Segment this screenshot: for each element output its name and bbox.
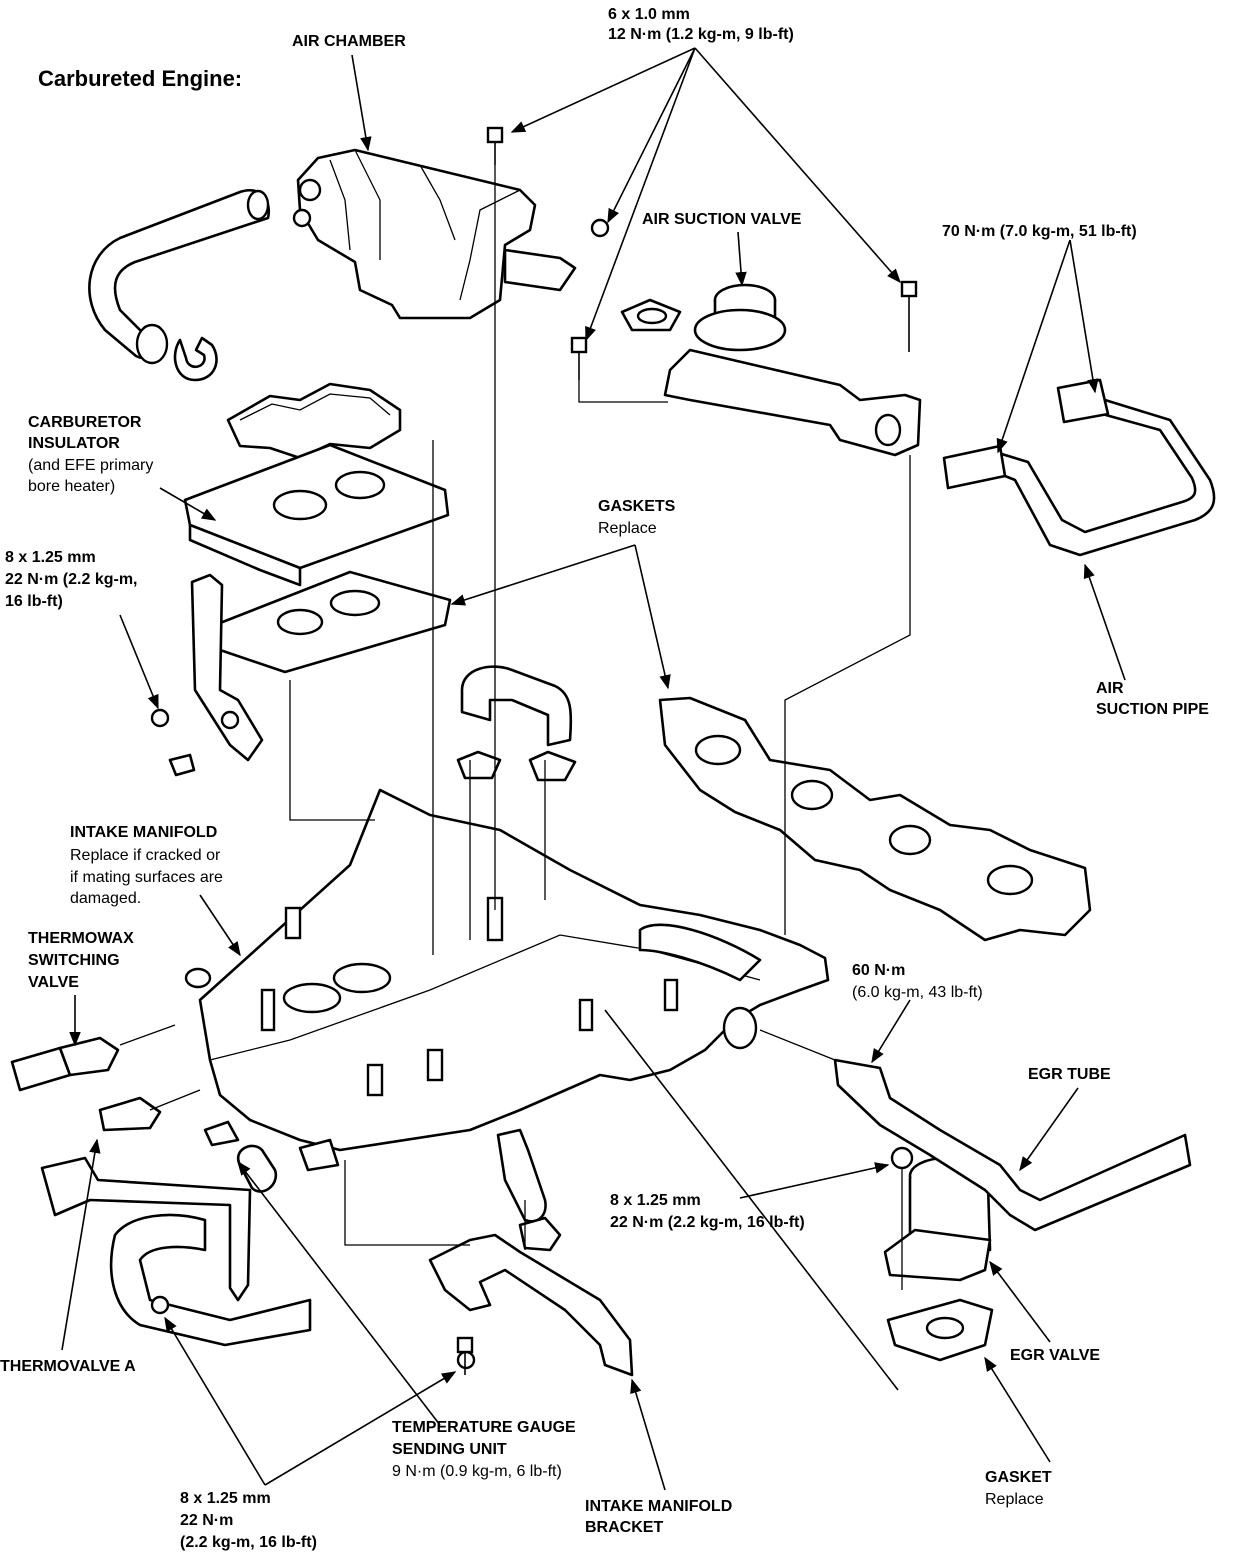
label-temp-gauge-torque: 9 N·m (0.9 kg-m, 6 lb-ft) [392,1463,562,1480]
callout-arrows [61,47,1126,1491]
flange-gasket-part [213,570,452,674]
label-thermowax-2: SWITCHING [28,952,120,969]
label-egr-valve: EGR VALVE [1010,1347,1100,1364]
bolt-suction-left [570,336,588,380]
label-manifold-bracket-2: BRACKET [585,1519,663,1536]
label-carb-insulator-4: bore heater) [28,478,115,495]
label-egr-tube: EGR TUBE [1028,1066,1111,1083]
label-bolt-mid-torque: 22 N·m (2.2 kg-m, 16 lb-ft) [610,1214,805,1231]
label-bolt-left-torque-2: 16 lb-ft) [5,593,63,610]
label-thermovalve-a: THERMOVALVE A [0,1358,136,1375]
label-torque-70: 70 N·m (7.0 kg-m, 51 lb-ft) [942,223,1137,240]
air-chamber-part [292,148,577,320]
label-temp-gauge-2: SENDING UNIT [392,1441,507,1458]
label-bolt-6x1-torque: 12 N·m (1.2 kg-m, 9 lb-ft) [608,26,794,43]
nut-top [590,218,610,238]
label-gasket-replace: Replace [985,1491,1044,1508]
label-intake-manifold-note-3: damaged. [70,890,141,907]
label-air-suction-pipe-1: AIR [1096,680,1124,697]
label-torque-60: 60 N·m [852,962,905,979]
air-hose-part [88,189,271,382]
guide-lines [119,165,911,1290]
carburetor-insulator-part [183,443,450,587]
label-carb-insulator-1: CARBURETOR [28,414,142,431]
label-bolt-left-torque-1: 22 N·m (2.2 kg-m, [5,571,137,588]
label-bolt-6x1-size: 6 x 1.0 mm [608,6,690,23]
label-intake-manifold-note-1: Replace if cracked or [70,847,221,864]
label-bolt-bottom-size: 8 x 1.25 mm [180,1490,271,1507]
carburetor-insulator-gasket-part [226,382,402,460]
bolt-temp-gauge [456,1336,474,1375]
manifold-gasket-part [658,696,1092,942]
label-carb-insulator-2: INSULATOR [28,435,120,452]
left-bracket-part [150,573,264,777]
label-intake-manifold-note-2: if mating surfaces are [70,869,223,886]
label-bolt-mid-size: 8 x 1.25 mm [610,1192,701,1209]
thermovalve-a-part [98,1096,162,1132]
label-air-suction-pipe-2: SUCTION PIPE [1096,701,1209,718]
label-air-suction-valve: AIR SUCTION VALVE [642,211,802,228]
egr-tube-part [833,1058,1192,1232]
label-bolt-bottom-torque-1: 22 N·m [180,1512,233,1529]
label-thermowax-3: VALVE [28,974,79,991]
label-air-chamber: AIR CHAMBER [292,33,406,50]
page-title: Carbureted Engine: [38,66,242,91]
vacuum-hose-part [456,665,577,782]
intake-manifold-bracket-part [428,1233,634,1377]
label-manifold-bracket-1: INTAKE MANIFOLD [585,1498,732,1515]
intake-manifold-part [184,788,830,1152]
air-suction-valve-part [620,283,922,457]
bolt-suction-right [900,280,918,352]
bolt-top-center [486,126,504,165]
label-gaskets: GASKETS [598,498,676,515]
label-temp-gauge-1: TEMPERATURE GAUGE [392,1419,576,1436]
label-intake-manifold: INTAKE MANIFOLD [70,824,217,841]
label-bolt-left-size: 8 x 1.25 mm [5,549,96,566]
label-bolt-bottom-torque-2: (2.2 kg-m, 16 lb-ft) [180,1534,317,1551]
label-gaskets-replace: Replace [598,520,657,537]
label-carb-insulator-3: (and EFE primary [28,457,153,474]
thermowax-valve-part [10,1036,120,1092]
label-torque-60-detail: (6.0 kg-m, 43 lb-ft) [852,984,983,1001]
label-gasket: GASKET [985,1469,1052,1486]
label-thermowax-1: THERMOWAX [28,930,134,947]
lower-hoses-part [40,1120,340,1347]
air-suction-pipe-part [942,378,1216,557]
lower-center-hose-part [496,1128,562,1252]
